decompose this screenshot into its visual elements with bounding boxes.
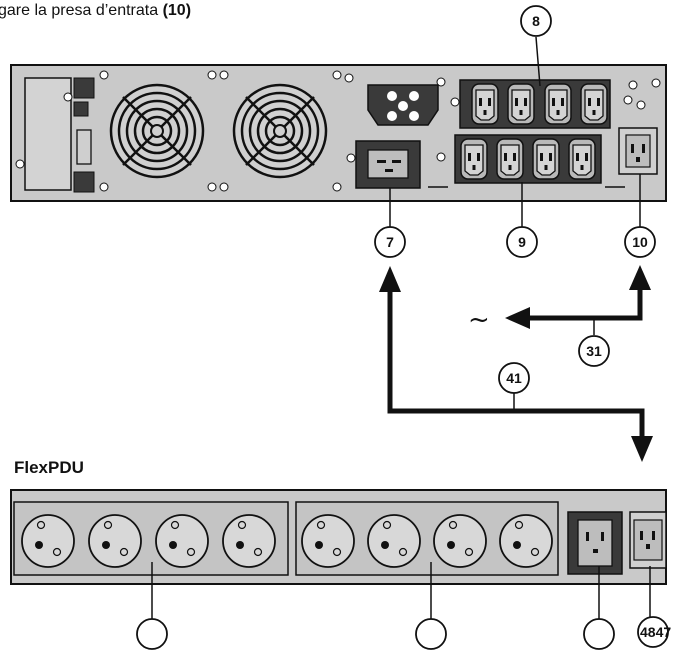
pdu-inlet-c20 xyxy=(629,511,667,569)
input-socket-10 xyxy=(618,127,658,175)
callout-empty-left xyxy=(136,618,168,650)
callout-4847-label: 4847 xyxy=(640,624,671,640)
instruction-heading: gare la presa d’entrata (10) xyxy=(0,2,191,20)
screw xyxy=(450,97,460,107)
screw xyxy=(15,159,25,169)
callout-7-label: 7 xyxy=(386,234,394,250)
output-socket-7 xyxy=(355,140,421,189)
pdu-cable-41 xyxy=(379,266,653,462)
mains-cable-31 xyxy=(505,265,651,329)
screw xyxy=(436,152,446,162)
callout-41-label: 41 xyxy=(506,370,522,386)
flexpdu-label: FlexPDU xyxy=(14,458,84,477)
schuko-socket xyxy=(88,514,142,568)
screw xyxy=(436,77,446,87)
schuko-socket xyxy=(367,514,421,568)
callout-10-label: 10 xyxy=(632,234,648,250)
callout-7: 7 xyxy=(374,226,406,258)
callout-31-label: 31 xyxy=(586,343,602,359)
output-socket-group-9 xyxy=(454,134,602,184)
callout-9: 9 xyxy=(506,226,538,258)
screw xyxy=(623,95,633,105)
communication-slot xyxy=(24,77,72,191)
schuko-socket xyxy=(155,514,209,568)
flexpdu-unit xyxy=(10,489,667,585)
callout-9-label: 9 xyxy=(518,234,526,250)
screw xyxy=(651,78,661,88)
callout-31: 31 xyxy=(578,335,610,367)
screw xyxy=(63,92,73,102)
callout-empty-right xyxy=(583,618,615,650)
schuko-socket xyxy=(21,514,75,568)
schuko-socket xyxy=(301,514,355,568)
port-top xyxy=(73,77,95,99)
port-bottom xyxy=(73,171,95,193)
screw xyxy=(99,182,109,192)
schuko-socket xyxy=(433,514,487,568)
schuko-socket xyxy=(499,514,553,568)
screw xyxy=(628,80,638,90)
pdu-outlet-c19 xyxy=(567,511,623,575)
screw xyxy=(344,73,354,83)
heading-ref: (10) xyxy=(162,2,192,19)
schuko-socket xyxy=(222,514,276,568)
ups-rear-panel xyxy=(10,64,667,202)
callout-4847-circle xyxy=(637,616,669,648)
output-socket-group-8 xyxy=(459,79,611,129)
cooling-fan-left xyxy=(109,83,205,179)
screw xyxy=(207,182,217,192)
screw xyxy=(207,70,217,80)
screw xyxy=(219,182,229,192)
serial-port xyxy=(76,129,92,165)
screw xyxy=(332,70,342,80)
callout-empty-middle xyxy=(415,618,447,650)
ac-mains-symbol: ~ xyxy=(468,305,490,335)
battery-connector xyxy=(367,84,439,126)
screw xyxy=(346,153,356,163)
screw xyxy=(99,70,109,80)
callout-41: 41 xyxy=(498,362,530,394)
callout-8-label: 8 xyxy=(532,13,540,29)
screw xyxy=(636,100,646,110)
callout-8: 8 xyxy=(520,5,552,37)
screw xyxy=(332,182,342,192)
port-usb xyxy=(73,101,89,117)
leader-8 xyxy=(535,36,541,87)
screw xyxy=(219,70,229,80)
callout-10: 10 xyxy=(624,226,656,258)
heading-text: gare la presa d’entrata xyxy=(0,2,159,19)
cooling-fan-right xyxy=(232,83,328,179)
